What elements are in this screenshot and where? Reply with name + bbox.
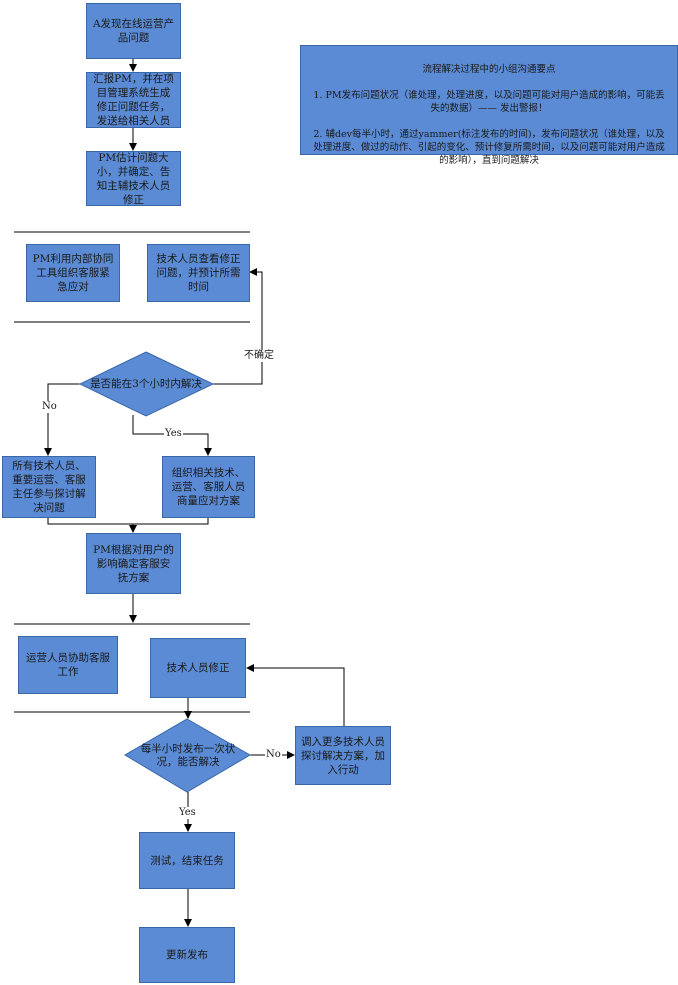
node-pm-comfort-plan: PM根据对用户的影响确定客服安抚方案 bbox=[86, 533, 181, 594]
node-organize-plan: 组织相关技术、运营、客服人员商量应对方案 bbox=[162, 456, 255, 518]
node-update-release: 更新发布 bbox=[139, 927, 235, 983]
node-all-tech-discuss: 所有技术人员、重要运营、客服主任参与探讨解决问题 bbox=[2, 456, 96, 518]
notes-point-1: 1. PM发布问题状况（谁处理，处理进度，以及问题可能对用户造成的影响，可能丢失… bbox=[313, 90, 665, 114]
communication-notes: 流程解决过程中的小组沟通要点 1. PM发布问题状况（谁处理，处理进度，以及问题… bbox=[300, 45, 678, 166]
edge-label-yes-2: Yes bbox=[178, 807, 197, 819]
node-pm-estimate: PM估计问题大小，并确定、告知主辅技术人员修正 bbox=[86, 151, 181, 206]
notes-title: 流程解决过程中的小组沟通要点 bbox=[422, 64, 556, 75]
node-ops-assist: 运营人员协助客服工作 bbox=[18, 636, 118, 694]
edge-d1-n6 bbox=[44, 383, 80, 456]
edge-n11-n10 bbox=[246, 664, 345, 726]
notes-point-2: 2. 辅dev每半小时，通过yammer(标注发布的时间)，发布问题状况（谁处理… bbox=[313, 129, 665, 166]
node-test-finish: 测试，结束任务 bbox=[139, 832, 235, 889]
edge-label-no-2: No bbox=[265, 749, 282, 761]
node-add-more-tech: 调入更多技术人员探讨解决方案，加入行动 bbox=[295, 726, 391, 785]
edge-n6-merge bbox=[47, 518, 133, 525]
node-pm-organize-support: PM利用内部协同工具组织客服紧急应对 bbox=[26, 244, 120, 302]
decision-half-hour-status: 每半小时发布一次状况，能否解决 bbox=[140, 743, 236, 768]
edge-label-uncertain: 不确定 bbox=[243, 350, 275, 362]
edge-label-no-1: No bbox=[41, 401, 58, 413]
decision-d2-shape bbox=[124, 718, 251, 793]
edge-label-yes-1: Yes bbox=[164, 428, 183, 440]
decision-d1-shape bbox=[78, 351, 215, 417]
node-report-problem: A发现在线运营产品问题 bbox=[86, 3, 181, 59]
node-tech-review: 技术人员查看修正问题，并预计所需时间 bbox=[147, 244, 250, 302]
edge-d1-n5 bbox=[213, 268, 263, 385]
node-report-pm: 汇报PM，并在项目管理系统生成修正问题任务，发送给相关人员 bbox=[86, 72, 181, 128]
edge-n7-merge bbox=[133, 518, 209, 525]
node-tech-fix: 技术人员修正 bbox=[150, 638, 246, 698]
decision-3hours: 是否能在3个小时内解决 bbox=[90, 377, 202, 390]
